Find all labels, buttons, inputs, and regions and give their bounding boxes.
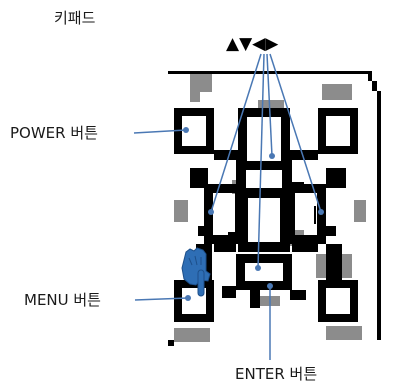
menu-button-leader [134, 295, 191, 301]
right-key-shape [286, 184, 326, 193]
down-key-shape [236, 254, 245, 290]
keypad-shade-block [326, 326, 362, 340]
power-button-leader [133, 127, 189, 134]
keypad-shade-block [322, 84, 352, 100]
keypad-button-shape [350, 108, 358, 154]
keypad-button-shape [318, 280, 358, 288]
power-button-label: POWER 버튼 [10, 124, 98, 142]
down-key-shape [236, 281, 292, 290]
keypad-pixel-block [326, 226, 336, 236]
keypad-button-shape [318, 108, 358, 116]
keypad-pixel-block [214, 150, 238, 160]
enter-button-leader [267, 283, 273, 360]
keypad-pixel-block [326, 244, 342, 280]
diagram-title: 키패드 [54, 9, 96, 27]
keypad-key-face [248, 266, 280, 278]
menu-button-shape [206, 280, 214, 322]
center-ring-shape [280, 188, 290, 252]
keypad-button-shape [318, 108, 326, 154]
keypad-button-shape [318, 314, 358, 322]
keypad-bottom-corner [168, 340, 174, 346]
up-key-shape [281, 108, 290, 170]
keypad-pixel-block [222, 286, 236, 298]
keypad-pixel-block [290, 290, 306, 300]
keypad-key-face [298, 198, 314, 230]
keypad-pixel-block [290, 150, 318, 160]
center-ring-shape [238, 188, 290, 198]
keypad-shade-block [174, 200, 188, 222]
right-key-shape [286, 235, 326, 244]
power-button-shape [174, 146, 214, 154]
keypad-pixel-block [214, 240, 236, 252]
keypad-button-shape [318, 146, 358, 154]
up-key-shape [238, 108, 290, 117]
center-ring-shape [238, 188, 248, 252]
keypad-corner [372, 81, 377, 91]
menu-button-label: MENU 버튼 [24, 291, 101, 309]
down-key-shape [236, 254, 292, 263]
keypad-right-edge [377, 91, 381, 340]
keypad-pixel-block [292, 182, 304, 192]
keypad-pixel-block [198, 226, 208, 236]
keypad-shade-block [190, 74, 212, 92]
power-button-shape [206, 108, 214, 154]
pointing-hand-icon [181, 247, 211, 297]
keypad-key-face [250, 202, 278, 238]
keypad-pixel-block [236, 160, 246, 188]
enter-button-label: ENTER 버튼 [235, 365, 317, 383]
menu-button-shape [174, 314, 214, 322]
keypad-shade-block [174, 328, 210, 342]
keypad-corner [368, 71, 372, 81]
keypad-shade-block [354, 200, 366, 222]
keypad-button-shape [350, 280, 358, 322]
left-key-shape [204, 235, 244, 244]
arrow-keys-leaders [208, 53, 324, 271]
keypad-pixel-block [326, 168, 346, 188]
down-key-shape [283, 254, 292, 290]
keypad-key-face [216, 198, 232, 230]
keypad-button-shape [318, 280, 326, 322]
keypad-pixel-art [168, 71, 381, 346]
keypad-pixel-block [228, 232, 240, 242]
keypad-pixel-block [282, 160, 292, 188]
keypad-pixel-block [190, 168, 208, 188]
keypad-shade-block [190, 92, 200, 102]
up-key-shape [238, 161, 290, 170]
arrow-keys-label: ▲▼◀▶ [226, 34, 279, 54]
left-key-shape [204, 184, 244, 193]
keypad-pixel-block [250, 290, 260, 308]
menu-button-shape [174, 280, 182, 322]
keypad-key-face [250, 122, 278, 152]
center-ring-shape [238, 242, 290, 252]
power-button-shape [174, 108, 214, 116]
right-key-shape [286, 184, 295, 244]
keypad-pixel-block [292, 240, 318, 252]
left-key-shape [204, 184, 213, 244]
up-key-shape [238, 108, 247, 170]
